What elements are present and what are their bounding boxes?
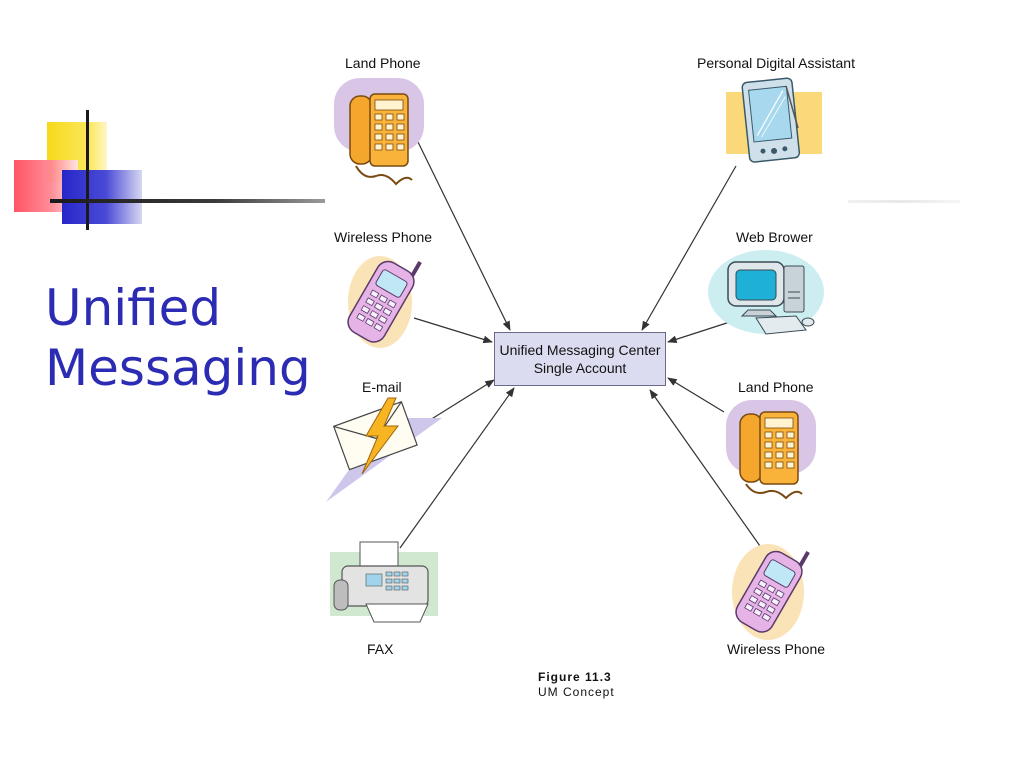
label-wireless-phone-left: Wireless Phone (334, 229, 433, 245)
slide-title: Unified Messaging (45, 278, 311, 398)
label-land-phone-top: Land Phone (345, 55, 421, 71)
decor-horizontal-line (50, 199, 325, 203)
decor-blue-square (62, 170, 142, 224)
figure-number: Figure 11.3 (538, 670, 612, 684)
land-phone-right-icon (726, 400, 816, 500)
arrow-wireless-phone-left (413, 317, 493, 344)
slide-title-line1: Unified (45, 279, 222, 337)
messaging-center-box: Unified Messaging Center Single Account (494, 332, 666, 386)
decor-faint-line (848, 200, 960, 203)
center-box-line1: Unified Messaging Center (499, 342, 661, 358)
arrow-land-phone-top (417, 141, 511, 331)
label-wireless-phone-right: Wireless Phone (727, 641, 826, 657)
email-icon (326, 397, 442, 502)
arrow-email (429, 379, 495, 421)
pda-icon (726, 77, 822, 163)
decor-vertical-line (86, 110, 89, 230)
land-phone-icon (334, 78, 424, 186)
arrow-land-phone-right (667, 377, 725, 413)
label-pda: Personal Digital Assistant (697, 55, 855, 71)
label-land-phone-right: Land Phone (738, 379, 814, 395)
label-email: E-mail (362, 379, 402, 395)
wireless-phone-right-icon (732, 544, 810, 640)
wireless-phone-left-icon (347, 256, 422, 348)
figure-subtitle: UM Concept (538, 685, 615, 699)
slide-title-line2: Messaging (45, 339, 311, 397)
figure-caption: Figure 11.3 UM Concept (538, 670, 615, 700)
arrow-fax (399, 387, 515, 549)
fax-icon (330, 541, 438, 623)
center-box-line2: Single Account (533, 360, 627, 376)
arrow-pda (641, 165, 737, 331)
arrow-wireless-phone-right (649, 389, 761, 547)
arrow-web-browser (667, 319, 737, 343)
label-web-browser: Web Brower (736, 229, 813, 245)
label-fax: FAX (367, 641, 394, 657)
web-browser-icon (708, 250, 824, 335)
